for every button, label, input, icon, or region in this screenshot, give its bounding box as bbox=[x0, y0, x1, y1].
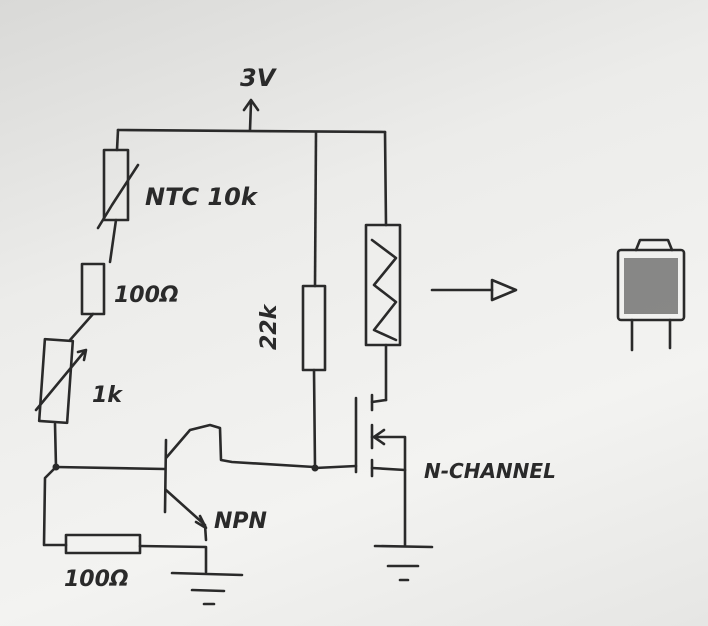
heat-arrow bbox=[430, 278, 518, 302]
supply-rail bbox=[116, 98, 387, 134]
ground-symbol-left bbox=[170, 571, 244, 606]
resistor-22k-label: 22k bbox=[257, 303, 282, 350]
resistor-100-emitter bbox=[42, 465, 208, 574]
resistor-100-label: 100Ω bbox=[114, 283, 179, 308]
n-channel-mosfet bbox=[354, 393, 407, 547]
npn-label: NPN bbox=[214, 509, 267, 534]
mosfet-label: N-CHANNEL bbox=[424, 459, 556, 483]
mosfet-package-sketch bbox=[616, 238, 686, 352]
resistor-100 bbox=[68, 262, 106, 342]
ntc-thermistor bbox=[96, 128, 140, 264]
supply-label: 3V bbox=[240, 64, 278, 92]
variable-resistor-1k bbox=[34, 337, 88, 469]
npn-transistor bbox=[52, 423, 316, 542]
heater-load bbox=[364, 130, 402, 402]
resistor-100-emitter-label: 100Ω bbox=[64, 567, 129, 592]
resistor-22k bbox=[301, 130, 358, 472]
pot-label: 1k bbox=[92, 383, 123, 408]
ntc-label: NTC 10k bbox=[145, 183, 259, 211]
ground-symbol-right bbox=[373, 544, 434, 582]
